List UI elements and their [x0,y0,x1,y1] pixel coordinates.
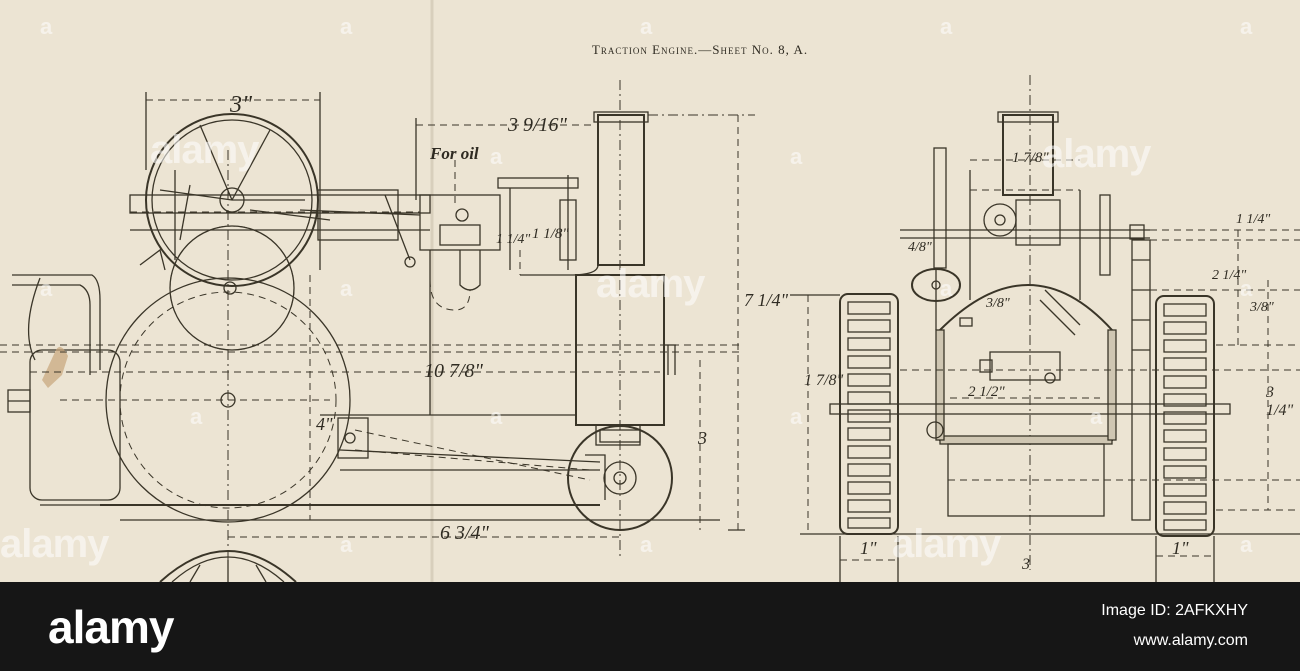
dim-4-8: 4/8" [908,240,932,255]
dim-4-wheel: 4" [316,414,333,434]
watermark-a: a [940,14,953,39]
dim-1-7-8-top: 1 7/8" [1012,150,1049,166]
dim-3-1-4: 3 1/4" [1266,384,1294,419]
dim-1-1-4-right: 1 1/4" [1236,212,1271,227]
engineering-drawing [0,0,1300,582]
left-wheel-treads [847,301,891,529]
watermark-a: a [790,144,803,169]
dim-3-8-right: 3/8" [1250,300,1274,315]
watermark-a: a [1240,276,1253,301]
dim-2-1-2: 2 1/2" [968,384,1005,400]
dim-1-1-4: 1 1/4" [496,232,531,247]
dim-3-height: 3 [698,428,707,448]
dim-3-flywheel: 3" [230,92,253,118]
watermark-a: a [940,276,953,301]
watermark-a: a [490,404,503,429]
watermark-a: a [1240,14,1253,39]
watermark-brand: alamy [150,128,259,172]
watermark-a: a [340,276,353,301]
side-elevation [0,80,755,582]
watermark-a: a [340,532,353,557]
for-oil-note: For oil [430,144,479,163]
dim-6-3-4: 6 3/4" [440,522,489,544]
watermark-brand: alamy [1042,132,1151,176]
sheet-title: Traction Engine.—Sheet No. 8, A. [591,42,809,57]
watermark-brand: alamy [0,522,109,566]
boiler-arch [939,284,1113,441]
dim-1-1-8: 1 1/8" [532,226,569,242]
dim-3-9-16: 3 9/16" [508,114,567,136]
right-wheel [1155,295,1215,537]
alamy-logo[interactable]: alamy [48,601,174,653]
image-id-label: Image ID: 2AFKXHY [1101,602,1248,619]
watermark-a: a [1240,532,1253,557]
dim-1-left: 1" [860,538,877,558]
watermark-a: a [1090,404,1103,429]
dim-1-right: 1" [1172,538,1189,558]
watermark-a: a [40,276,53,301]
watermark-a: a [790,404,803,429]
dim-3-bottom: 3 [1022,556,1030,573]
front-elevation [790,75,1300,582]
dim-7-1-4: 7 1/4" [744,290,789,310]
watermark-brand: alamy [892,522,1001,566]
right-wheel-treads [1163,303,1207,531]
watermark-a: a [40,14,53,39]
chimney [597,114,645,266]
dim-3-8-boiler: 3/8" [986,296,1010,311]
drawing-sheet: Traction Engine.—Sheet No. 8, A. 3" 3 9/… [0,0,1300,582]
watermark-brand: alamy [596,262,705,306]
footer-bar: alamy Image ID: 2AFKXHY www.alamy.com [0,582,1300,671]
watermark-a: a [190,404,203,429]
site-url[interactable]: www.alamy.com [1133,632,1248,649]
dim-10-7-8: 10 7/8" [424,360,483,382]
dim-1-7-8-left: 1 7/8" [804,372,844,389]
watermark-a: a [490,144,503,169]
dim-2-1-4-right: 2 1/4" [1212,268,1247,283]
watermark-a: a [640,532,653,557]
watermark-a: a [640,14,653,39]
watermark-a: a [340,14,353,39]
